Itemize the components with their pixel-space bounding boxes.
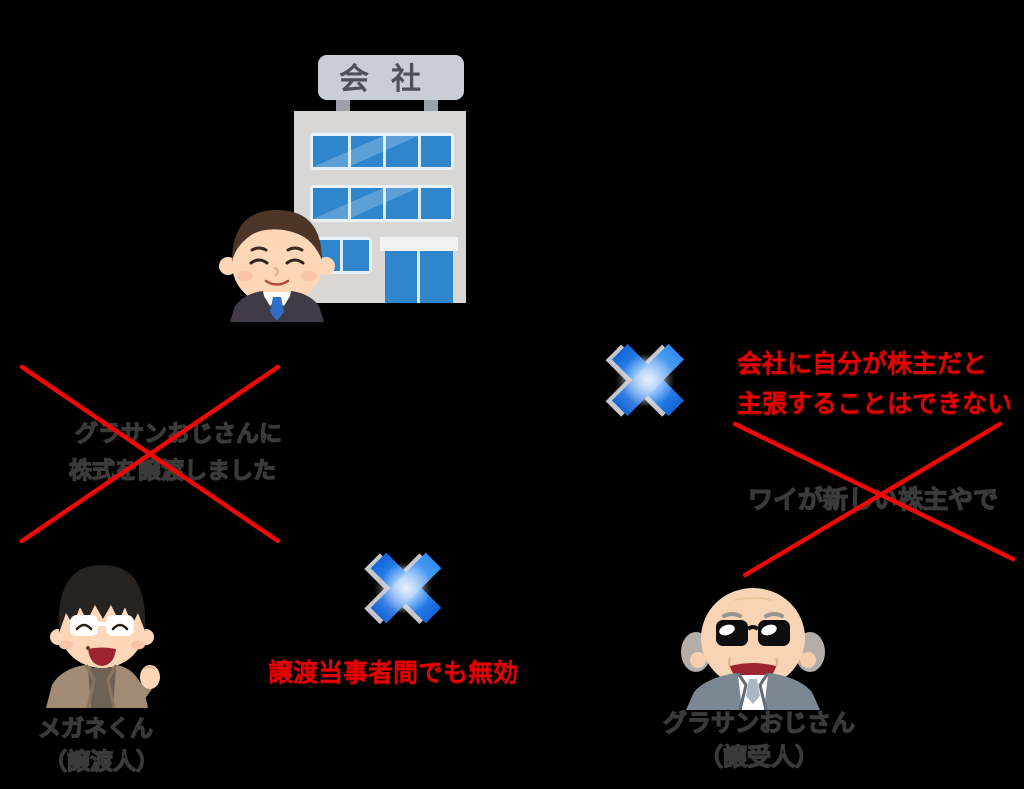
window-shine: [313, 188, 418, 219]
transfer-claim-line2: 株式を譲渡しました: [68, 456, 276, 483]
company-sign-label: 会社: [339, 63, 443, 96]
face: [232, 222, 322, 306]
gray-eyebrow: [764, 612, 784, 618]
company-refusal-line2: 主張することはできない: [737, 390, 1013, 418]
blush: [237, 271, 253, 281]
window-divider: [348, 188, 351, 219]
lapel: [736, 672, 748, 710]
window-divider: [340, 240, 343, 271]
ear: [690, 652, 706, 668]
blush: [131, 640, 145, 650]
gray-eyebrow: [722, 612, 742, 618]
company-sign: [318, 55, 464, 100]
happy-eye: [111, 623, 129, 631]
ear: [800, 652, 816, 668]
hair: [232, 210, 322, 262]
gurasan-ojisan-name: グラサンおじさん: [662, 709, 855, 737]
forehead-wrinkle: [733, 597, 773, 601]
lapel: [106, 664, 118, 708]
sunglasses-bridge: [746, 625, 760, 631]
closed-eye: [249, 258, 269, 265]
invalid-between-parties-text: 譲渡当事者間でも無効: [268, 653, 518, 689]
tie: [270, 297, 284, 321]
invalid-between-parties-line1: 譲渡当事者間でも無効: [268, 659, 519, 687]
company-building-illustration: 会社: [294, 55, 466, 303]
glasses-bridge: [96, 622, 108, 626]
transfer-claim-text: グラサンおじさんに 株式を譲渡しました: [68, 415, 282, 489]
lapel: [758, 672, 770, 710]
happy-eye: [75, 623, 93, 631]
megane-kun-name: メガネくん: [37, 714, 153, 741]
megane-kun-role: （譲渡人）: [43, 747, 159, 774]
smile: [264, 279, 290, 286]
eyebrow: [286, 246, 304, 252]
window-row: [313, 136, 451, 167]
lens-shine: [761, 624, 777, 636]
gurasan-ojisan-role: （譲受人）: [698, 743, 819, 771]
new-shareholder-claim-line1: ワイが新しい株主やで: [747, 485, 999, 514]
closed-eye: [285, 258, 305, 265]
sunglasses-ojisan-illustration: [681, 588, 825, 710]
window-row: [313, 188, 451, 219]
tie: [746, 679, 760, 704]
blue-cross-icon: [591, 323, 704, 436]
blush: [59, 640, 73, 650]
raised-hand: [140, 665, 160, 689]
megane-kun-label: メガネくん （譲渡人）: [37, 712, 159, 778]
finger-line: [143, 666, 156, 670]
window-divider: [348, 136, 351, 167]
company-refusal-text: 会社に自分が株主だと 主張することはできない: [737, 344, 1012, 424]
transfer-claim-line1: グラサンおじさんに: [74, 419, 282, 446]
company-refusal-line1: 会社に自分が株主だと: [737, 350, 988, 378]
window-divider: [383, 136, 386, 167]
window-divider: [418, 188, 421, 219]
window-shine: [313, 136, 418, 167]
businessman-illustration: [219, 210, 335, 322]
new-shareholder-claim-text: ワイが新しい株主やで: [747, 480, 999, 516]
window-divider: [383, 188, 386, 219]
open-mouth: [88, 647, 116, 666]
blue-cross-icon: [351, 533, 461, 643]
nose: [273, 266, 279, 277]
door-lintel: [380, 237, 458, 251]
door-divider: [417, 251, 420, 303]
spiky-hair: [58, 565, 146, 633]
lapel: [84, 664, 96, 708]
eyebrow: [114, 605, 134, 611]
eyebrow: [250, 246, 268, 252]
eyebrow: [70, 605, 90, 611]
megane-kun-illustration: [46, 565, 160, 708]
lens-shine: [719, 624, 735, 636]
gurasan-ojisan-label: グラサンおじさん （譲受人）: [662, 707, 855, 775]
blush: [301, 271, 317, 281]
window-divider: [418, 136, 421, 167]
